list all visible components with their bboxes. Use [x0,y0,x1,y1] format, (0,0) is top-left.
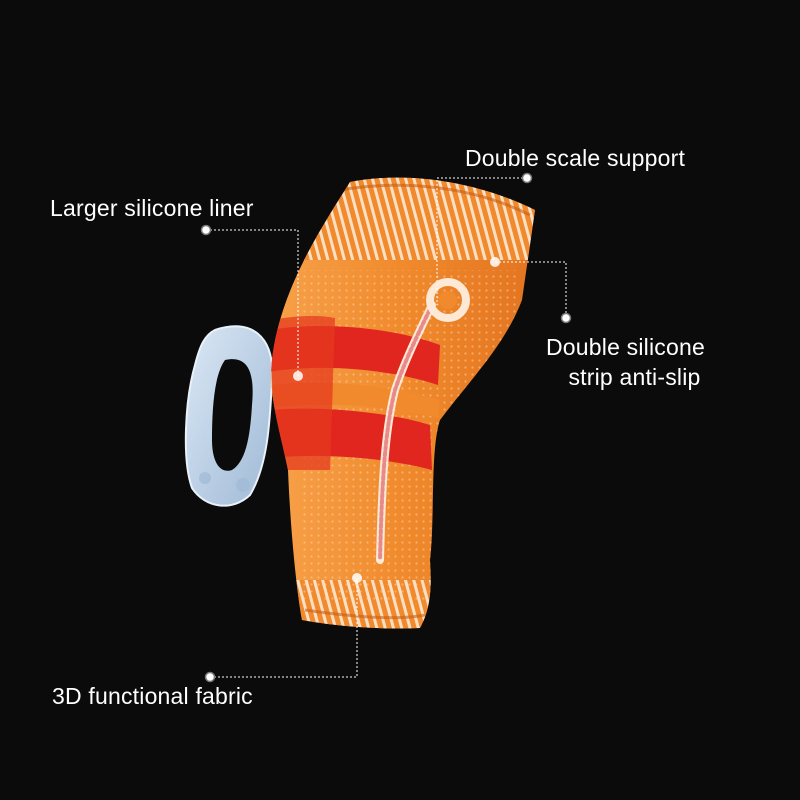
callout-dot-strip-target [490,257,500,267]
callout-dot-fabric-target [352,573,362,583]
callout-dot-strip [560,312,572,324]
callout-larger-silicone-liner: Larger silicone liner [50,195,254,221]
callout-double-silicone-strip: Double silicone strip anti-slip [546,332,705,392]
callout-strip-line1: Double silicone [546,334,705,360]
callout-dots [200,172,572,683]
callout-lines [206,177,567,678]
callout-dot-liner-target [293,371,303,381]
callout-dot-liner [200,224,212,236]
knee-sleeve [271,177,535,629]
spring-stabilizer [376,278,470,564]
callout-strip-line2: strip anti-slip [568,364,701,390]
silicone-ring-pad [184,325,274,507]
callout-double-scale-support: Double scale support [465,145,686,171]
callout-dot-fabric [204,671,216,683]
callout-3d-functional-fabric: 3D functional fabric [52,683,253,709]
callout-dot-scale [521,172,533,184]
